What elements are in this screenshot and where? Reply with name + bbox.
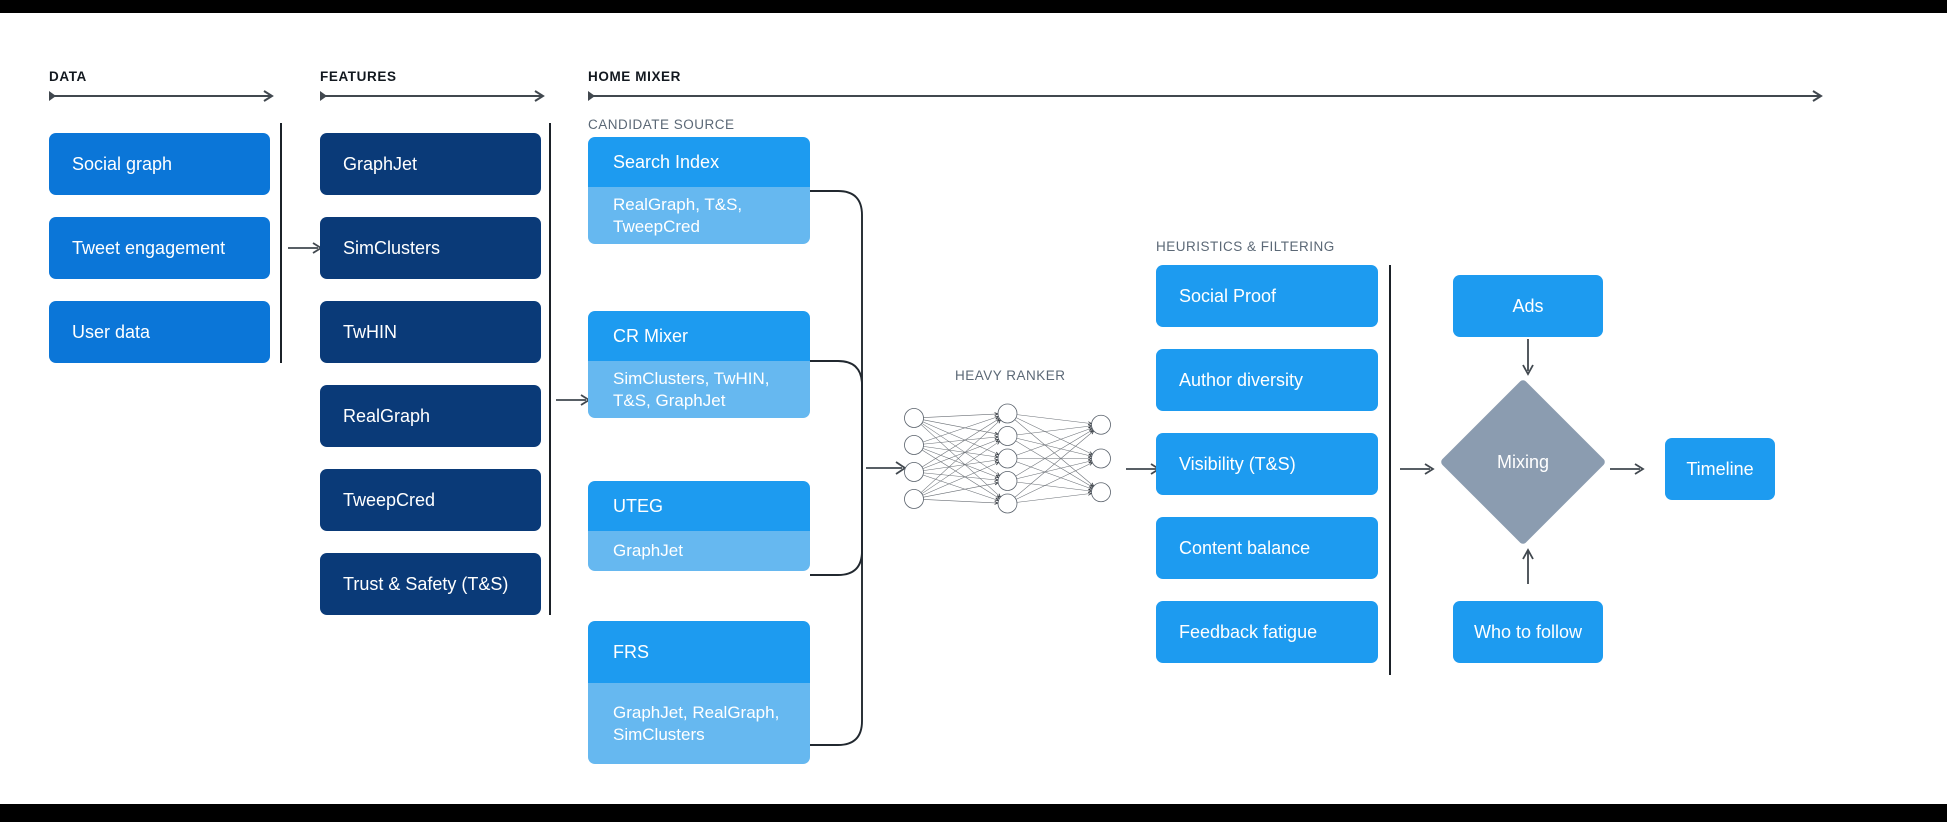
candidate-source-features: SimClusters, TwHIN,T&S, GraphJet [588, 361, 810, 418]
card-label: Content balance [1179, 537, 1311, 558]
card-data-tweet-engagement[interactable]: Tweet engagement [49, 217, 270, 279]
section-rule-features [320, 90, 545, 102]
card-label: Social Proof [1179, 285, 1277, 306]
candidate-source-features: RealGraph, T&S,TweepCred [588, 187, 810, 244]
card-heuristic-social-proof[interactable]: Social Proof [1156, 265, 1378, 327]
card-label: Author diversity [1179, 369, 1304, 390]
divider-features-mixer [549, 123, 551, 615]
card-data-user-data[interactable]: User data [49, 301, 270, 363]
card-data-social-graph[interactable]: Social graph [49, 133, 270, 195]
card-label: Social graph [72, 153, 173, 174]
arrow-heuristics-to-mixing [1400, 463, 1435, 475]
section-rule-data [49, 90, 274, 102]
arrow-ads-to-mixing [1522, 339, 1534, 376]
heavy-ranker-network [904, 403, 1111, 514]
section-header-data: DATA [49, 69, 87, 84]
candidate-source-uteg[interactable]: UTEG GraphJet [588, 481, 810, 571]
card-label: SimClusters [343, 237, 441, 258]
arrow-who-to-follow-to-mixing [1522, 548, 1534, 584]
card-feature-tweepcred[interactable]: TweepCred [320, 469, 541, 531]
card-label: User data [72, 321, 151, 342]
card-label: RealGraph [343, 405, 431, 426]
candidate-source-cr-mixer[interactable]: CR Mixer SimClusters, TwHIN,T&S, GraphJe… [588, 311, 810, 418]
section-header-features: FEATURES [320, 69, 397, 84]
card-label: Visibility (T&S) [1179, 453, 1296, 474]
card-label: Trust & Safety (T&S) [343, 573, 509, 594]
letterbox-bottom [0, 804, 1947, 822]
candidate-source-title: CR Mixer [588, 311, 810, 361]
letterbox-top [0, 0, 1947, 13]
card-label: Who to follow [1473, 621, 1583, 642]
card-who-to-follow[interactable]: Who to follow [1453, 601, 1603, 663]
sublabel-candidate-source: CANDIDATE SOURCE [588, 117, 735, 132]
sublabel-heuristics: HEURISTICS & FILTERING [1156, 239, 1335, 254]
diagram-canvas: DATA FEATURES HOME MIXER CANDIDATE SOURC… [0, 13, 1947, 804]
card-label: GraphJet [343, 153, 418, 174]
card-feature-simclusters[interactable]: SimClusters [320, 217, 541, 279]
candidate-source-features: GraphJet, RealGraph,SimClusters [588, 683, 810, 764]
card-feature-twhin[interactable]: TwHIN [320, 301, 541, 363]
candidate-source-features: GraphJet [588, 531, 810, 571]
card-feature-realgraph[interactable]: RealGraph [320, 385, 541, 447]
sublabel-heavy-ranker: HEAVY RANKER [955, 368, 1066, 383]
card-label: TwHIN [343, 321, 397, 342]
card-heuristic-feedback-fatigue[interactable]: Feedback fatigue [1156, 601, 1378, 663]
card-feature-trust-safety[interactable]: Trust & Safety (T&S) [320, 553, 541, 615]
card-label: Feedback fatigue [1179, 621, 1318, 642]
card-heuristic-visibility[interactable]: Visibility (T&S) [1156, 433, 1378, 495]
card-feature-graphjet[interactable]: GraphJet [320, 133, 541, 195]
candidate-source-search-index[interactable]: Search Index RealGraph, T&S,TweepCred [588, 137, 810, 244]
card-label: TweepCred [343, 489, 436, 510]
mixing-label: Mixing [1496, 451, 1549, 472]
candidate-source-title: FRS [588, 621, 810, 683]
card-heuristic-content-balance[interactable]: Content balance [1156, 517, 1378, 579]
candidate-source-title: Search Index [588, 137, 810, 187]
card-label: Ads [1512, 295, 1544, 316]
card-label: Timeline [1686, 458, 1754, 479]
candidate-source-frs[interactable]: FRS GraphJet, RealGraph,SimClusters [588, 621, 810, 764]
divider-data-features [280, 123, 282, 363]
section-rule-home-mixer [588, 90, 1823, 102]
card-ads[interactable]: Ads [1453, 275, 1603, 337]
section-header-home-mixer: HOME MIXER [588, 69, 682, 84]
candidate-source-title: UTEG [588, 481, 810, 531]
card-heuristic-author-diversity[interactable]: Author diversity [1156, 349, 1378, 411]
arrow-mixing-to-timeline [1610, 463, 1645, 475]
card-label: Tweet engagement [72, 237, 226, 258]
card-timeline[interactable]: Timeline [1665, 438, 1775, 500]
divider-heuristics-output [1389, 265, 1391, 675]
